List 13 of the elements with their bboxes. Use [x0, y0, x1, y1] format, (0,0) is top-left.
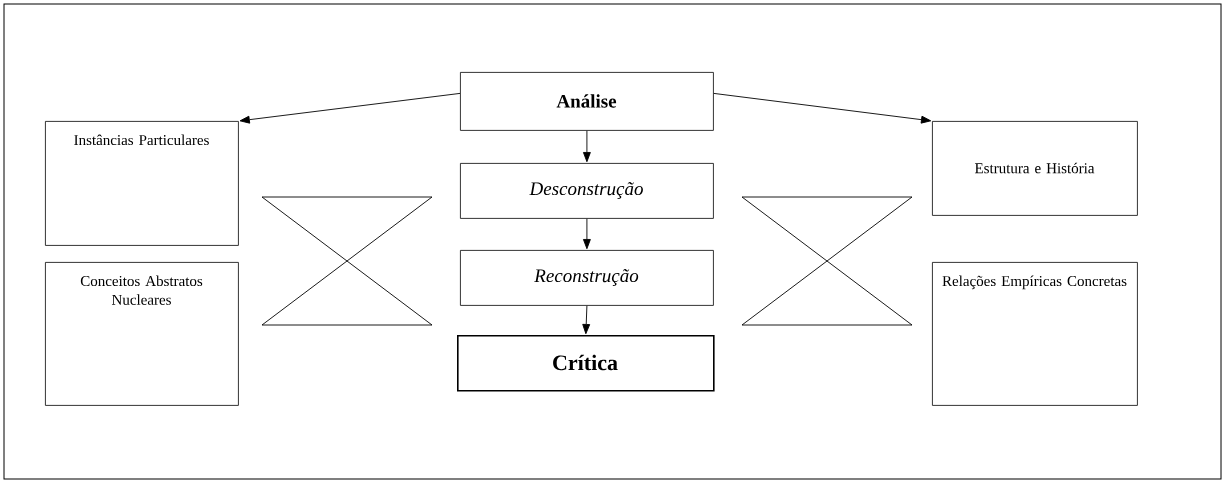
text-box: Desconstrução	[460, 163, 714, 219]
text-box: Relações Empíricas Concretas	[932, 262, 1138, 406]
text-box: Instâncias Particulares	[45, 121, 239, 246]
arrow	[713, 92, 932, 124]
text-box: Estrutura e História	[932, 121, 1138, 216]
text-box: Reconstrução	[460, 250, 714, 306]
text-box: Crítica	[457, 335, 715, 392]
text-box: Análise	[460, 72, 714, 131]
arrow	[583, 130, 591, 163]
text-box: Conceitos Abstratos Nucleares	[45, 262, 239, 406]
arrow	[583, 218, 591, 250]
arrow	[239, 92, 461, 124]
arrow	[582, 305, 591, 335]
